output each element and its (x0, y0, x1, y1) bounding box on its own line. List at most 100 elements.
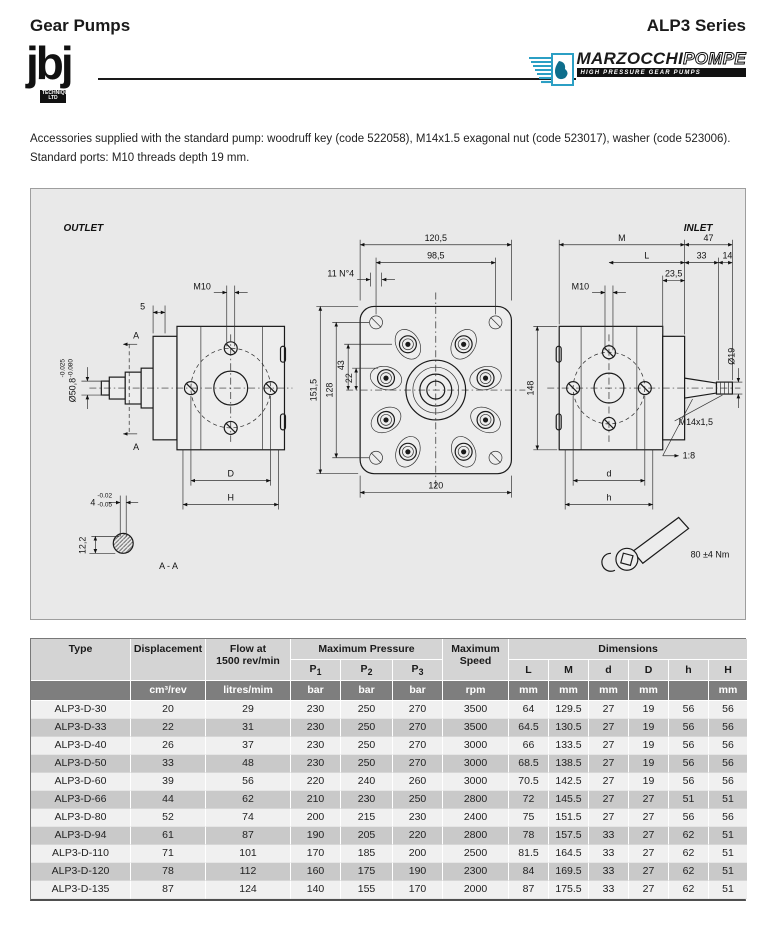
pump-type-cell: ALP3-D-50 (31, 754, 131, 773)
section-label: A - A (159, 561, 178, 571)
value-cell: 19 (629, 736, 669, 755)
value-cell: 48 (206, 754, 291, 773)
value-cell: 33 (131, 754, 206, 773)
shaft-tol-upper: -0.025 (60, 359, 67, 378)
value-cell: 200 (393, 844, 443, 863)
dim-shaft-diameter: Ø50,8 (67, 378, 77, 402)
unit-cell: litres/mim (206, 680, 291, 701)
value-cell: 33 (589, 826, 629, 845)
value-cell: 210 (291, 790, 341, 809)
dim-key-depth: 12,2 (77, 537, 87, 554)
dim-dia-19: Ø19 (726, 348, 736, 365)
key-tol-upper: -0.02 (97, 493, 112, 500)
value-cell: 51 (709, 880, 748, 899)
value-cell: 56 (709, 700, 748, 719)
series-title: ALP3 Series (646, 16, 746, 35)
unit-cell (31, 680, 131, 701)
dim-33: 33 (697, 251, 707, 261)
dim-h: h (606, 492, 611, 502)
col-flow-line2: 1500 rev/min (216, 654, 280, 667)
value-cell: 169.5 (549, 862, 589, 881)
col-displacement: Displacement (131, 638, 206, 681)
value-cell: 52 (131, 808, 206, 827)
value-cell: 190 (393, 862, 443, 881)
value-cell: 56 (669, 718, 709, 737)
dim-m14: M14x1,5 (679, 417, 713, 427)
value-cell: 220 (291, 772, 341, 791)
value-cell: 27 (629, 790, 669, 809)
dim-128: 128 (324, 383, 334, 398)
value-cell: 56 (709, 718, 748, 737)
value-cell: 62 (206, 790, 291, 809)
value-cell: 44 (131, 790, 206, 809)
jbj-logo: jbj TECHNIQUES LTD (26, 40, 75, 104)
value-cell: 75 (509, 808, 549, 827)
value-cell: 51 (709, 862, 748, 881)
unit-cell: mm (509, 680, 549, 701)
marzocchi-logo-text: MARZOCCHIPOMPE HIGH PRESSURE GEAR PUMPS (576, 50, 746, 77)
value-cell: 56 (669, 808, 709, 827)
value-cell: 64 (509, 700, 549, 719)
pump-spec-table-wrap: Type Displacement Flow at 1500 rev/min M… (30, 637, 748, 901)
units-row: cm³/rev litres/mim bar bar bar rpm mm mm… (31, 680, 748, 701)
value-cell: 133.5 (549, 736, 589, 755)
col-flow: Flow at 1500 rev/min (206, 638, 291, 681)
value-cell: 27 (629, 844, 669, 863)
value-cell: 19 (629, 718, 669, 737)
pump-type-cell: ALP3-D-110 (31, 844, 131, 863)
col-speed-line1: Maximum (451, 642, 500, 655)
value-cell: 27 (589, 790, 629, 809)
col-dim-L: L (509, 659, 549, 681)
value-cell: 29 (206, 700, 291, 719)
title-bar: Gear Pumps ALP3 Series (30, 16, 746, 36)
section-marker-a-top: A (133, 330, 139, 340)
value-cell: 270 (393, 736, 443, 755)
value-cell: 51 (709, 790, 748, 809)
dim-14: 14 (722, 251, 732, 261)
value-cell: 230 (291, 754, 341, 773)
marzocchi-tagline: HIGH PRESSURE GEAR PUMPS (576, 68, 746, 77)
value-cell: 56 (709, 736, 748, 755)
value-cell: 81.5 (509, 844, 549, 863)
intro-text: Accessories supplied with the standard p… (30, 130, 746, 168)
value-cell: 27 (589, 808, 629, 827)
value-cell: 27 (589, 772, 629, 791)
unit-cell: bar (393, 680, 443, 701)
value-cell: 215 (341, 808, 393, 827)
value-cell: 27 (629, 880, 669, 899)
pump-type-cell: ALP3-D-30 (31, 700, 131, 719)
pump-type-cell: ALP3-D-135 (31, 880, 131, 899)
value-cell: 160 (291, 862, 341, 881)
pump-spec-table: Type Displacement Flow at 1500 rev/min M… (31, 638, 748, 899)
shaft-tol-lower: -0.080 (67, 359, 74, 378)
col-p3: P3 (393, 659, 443, 681)
value-cell: 101 (206, 844, 291, 863)
value-cell: 240 (341, 772, 393, 791)
col-dim-M: M (549, 659, 589, 681)
value-cell: 250 (341, 718, 393, 737)
dim-43: 43 (336, 360, 346, 370)
col-flow-line1: Flow at (229, 642, 267, 655)
torque-wrench-icon: 80 ±4 Nm (601, 516, 729, 572)
marzocchi-logo: MARZOCCHIPOMPE HIGH PRESSURE GEAR PUMPS (528, 50, 746, 90)
col-max-speed: Maximum Speed (443, 638, 509, 681)
pump-dimension-drawing: OUTLET INLET (60, 223, 743, 572)
value-cell: 51 (709, 844, 748, 863)
unit-cell: cm³/rev (131, 680, 206, 701)
dim-22: 22 (344, 373, 354, 383)
value-cell: 61 (131, 826, 206, 845)
col-speed-line2: Speed (459, 654, 492, 667)
unit-cell: mm (629, 680, 669, 701)
value-cell: 157.5 (549, 826, 589, 845)
value-cell: 3000 (443, 736, 509, 755)
value-cell: 200 (291, 808, 341, 827)
value-cell: 2000 (443, 880, 509, 899)
value-cell: 3000 (443, 754, 509, 773)
value-cell: 129.5 (549, 700, 589, 719)
value-cell: 3000 (443, 772, 509, 791)
